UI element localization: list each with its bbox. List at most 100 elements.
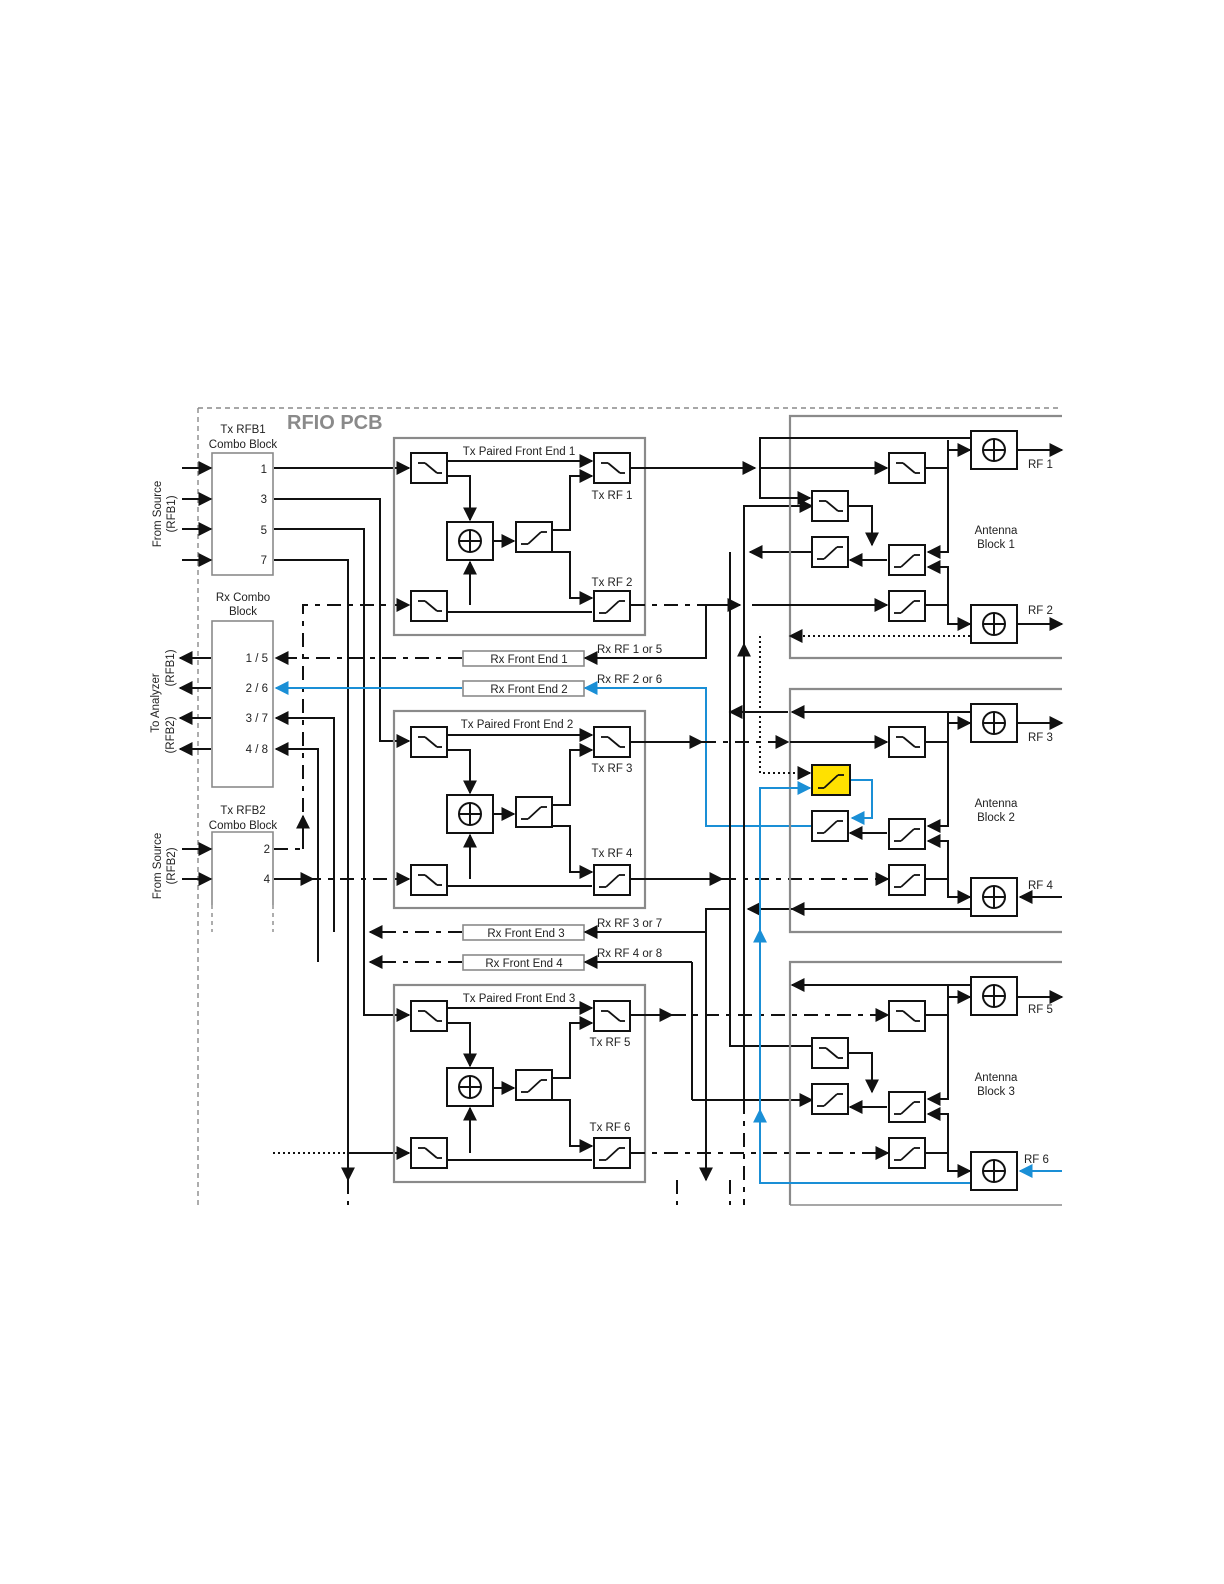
rx-front-end-3: Rx Front End 3 Rx RF 3 or 7	[368, 908, 730, 1182]
ant2-combiner-top	[970, 703, 1018, 743]
rx-rf-4-8-label: Rx RF 4 or 8	[597, 948, 662, 960]
tx-rfb2-combo-block: Tx RFB2 Combo Block 2 4	[209, 805, 278, 932]
ant3-switch-2	[811, 1037, 849, 1069]
ant1-switch-5	[888, 590, 926, 622]
rx-combo-port-4-8: 4 / 8	[246, 744, 268, 756]
ant1-combiner-top	[970, 430, 1018, 470]
ant1-switch-4	[888, 544, 926, 576]
fe3-input-switch-top	[410, 1000, 448, 1032]
ant2-switch-3	[811, 810, 849, 842]
rx-rf-2-6-label: Rx RF 2 or 6	[597, 674, 662, 686]
tx-rfb1-combo-block: Tx RFB1 Combo Block 1 3 5 7	[209, 424, 278, 576]
fe2-tx-rf4-switch	[593, 864, 631, 896]
fe1-tx-rf1-switch	[593, 452, 631, 484]
tx-rf-2-label: Tx RF 2	[592, 577, 633, 589]
tx-rf-1-label: Tx RF 1	[592, 490, 633, 502]
from-source-rfb2-label-1: From Source	[152, 833, 164, 899]
rx-combo-title-1: Rx Combo	[216, 592, 270, 604]
fe3-input-switch-bottom	[410, 1137, 448, 1169]
ant3-switch-3	[811, 1083, 849, 1115]
tx-rf-4-label: Tx RF 4	[592, 848, 633, 860]
rx-front-end-4-label: Rx Front End 4	[485, 958, 563, 970]
ant1-switch-1	[888, 452, 926, 484]
antenna-block-1-line1: Antenna	[975, 525, 1018, 537]
rf-3-label: RF 3	[1028, 732, 1053, 744]
rx-combo-port-3-7: 3 / 7	[246, 713, 268, 725]
tx-rfb2-title-1: Tx RFB2	[220, 805, 265, 817]
rx-rf-3-7-label: Rx RF 3 or 7	[597, 918, 662, 930]
fe1-input-switch-top	[410, 452, 448, 484]
fe2-tx-rf3-switch	[593, 726, 631, 758]
fe2-combiner-icon	[446, 794, 494, 834]
tx-paired-front-end-2: Tx Paired Front End 2 Tx RF 3 Tx RF 4	[392, 709, 890, 910]
tx-rfb2-port-4: 4	[264, 874, 271, 886]
ant3-switch-5	[888, 1137, 926, 1169]
ant3-switch-4	[888, 1091, 926, 1123]
from-source-rfb1-label-1: From Source	[152, 481, 164, 547]
antenna-block-2-line1: Antenna	[975, 798, 1018, 810]
to-analyzer-label-1: To Analyzer	[150, 673, 162, 733]
antenna-block-1: Antenna Block 1 RF 1 RF 2	[752, 414, 1064, 660]
antenna-block-3: Antenna Block 3 RF 5 RF 6	[788, 960, 1064, 1206]
fe1-tx-rf2-switch	[593, 590, 631, 622]
tx-rfb1-port-3: 3	[261, 494, 267, 506]
ant1-switch-2	[811, 490, 849, 522]
ant3-switch-1	[888, 1000, 926, 1032]
fe3-tx-rf5-switch	[593, 1000, 631, 1032]
rf-1-label: RF 1	[1028, 459, 1053, 471]
rx-combo-port-2-6: 2 / 6	[246, 683, 268, 695]
antenna-block-2-line2: Block 2	[977, 812, 1015, 824]
fe1-input-switch-bottom	[410, 590, 448, 622]
fe2-mid-switch	[515, 796, 553, 828]
rf-2-label: RF 2	[1028, 605, 1053, 617]
ant1-combiner-bottom	[970, 604, 1018, 644]
from-source-rfb1-label-2: (RFB1)	[166, 495, 178, 532]
rx-highlight-path	[753, 781, 970, 1184]
front-end-1-title: Tx Paired Front End 1	[463, 446, 576, 458]
tx-rfb1-title-1: Tx RFB1	[220, 424, 265, 436]
pcb-boundary	[197, 407, 1062, 1205]
rx-combo-port-1-5: 1 / 5	[246, 653, 268, 665]
left-routing-wires	[273, 461, 411, 1205]
tx-rfb1-port-7: 7	[261, 555, 267, 567]
middle-bus-wires	[676, 499, 814, 1205]
tx-rfb1-port-5: 5	[261, 525, 267, 537]
pcb-title: RFIO PCB	[287, 412, 383, 434]
front-end-3-title: Tx Paired Front End 3	[463, 993, 576, 1005]
fe3-combiner-icon	[446, 1067, 494, 1107]
rx-combo-title-2: Block	[229, 606, 257, 618]
tx-rfb1-port-1: 1	[261, 464, 267, 476]
tx-rf-6-label: Tx RF 6	[590, 1122, 631, 1134]
fe1-combiner-icon	[446, 521, 494, 561]
tx-rf-3-label: Tx RF 3	[592, 763, 633, 775]
antenna-block-3-line2: Block 3	[977, 1086, 1015, 1098]
from-source-rfb2-label-2: (RFB2)	[166, 847, 178, 884]
tx-paired-front-end-3: Tx Paired Front End 3 Tx RF 5 Tx RF 6	[392, 983, 890, 1184]
ant3-combiner-bottom	[970, 1151, 1018, 1191]
front-end-2-title: Tx Paired Front End 2	[461, 719, 574, 731]
to-analyzer-outputs: To Analyzer (RFB1) (RFB2)	[150, 649, 211, 756]
rx-front-end-2-label: Rx Front End 2	[490, 684, 567, 696]
rx-front-end-2: Rx Front End 2 Rx RF 2 or 6	[274, 674, 812, 827]
rx-front-end-4: Rx Front End 4 Rx RF 4 or 8	[368, 948, 693, 1100]
rf-5-label: RF 5	[1028, 1004, 1053, 1016]
fe3-mid-switch	[515, 1069, 553, 1101]
tx-paired-front-end-1: Tx Paired Front End 1 Tx RF 1 Tx RF 2	[392, 436, 757, 637]
to-analyzer-label-2: (RFB1)	[165, 649, 177, 686]
fe2-input-switch-top	[410, 726, 448, 758]
tx-rfb1-title-2: Combo Block	[209, 439, 278, 451]
antenna-block-2: Antenna Block 2 RF 3 RF 4	[759, 636, 1064, 934]
fe3-tx-rf6-switch	[593, 1137, 631, 1169]
tx-rfb2-title-2: Combo Block	[209, 820, 278, 832]
ant2-highlighted-switch	[811, 764, 851, 796]
from-source-rfb1-inputs: From Source (RFB1)	[152, 461, 213, 567]
ant3-combiner-top	[970, 976, 1018, 1016]
rx-rf-1-5-label: Rx RF 1 or 5	[597, 644, 662, 656]
ant2-switch-1	[888, 726, 926, 758]
ant2-switch-4	[888, 818, 926, 850]
from-source-rfb2-inputs: From Source (RFB2)	[152, 833, 213, 899]
rx-front-end-3-label: Rx Front End 3	[487, 928, 564, 940]
fe1-mid-switch	[515, 521, 553, 553]
fe2-input-switch-bottom	[410, 864, 448, 896]
